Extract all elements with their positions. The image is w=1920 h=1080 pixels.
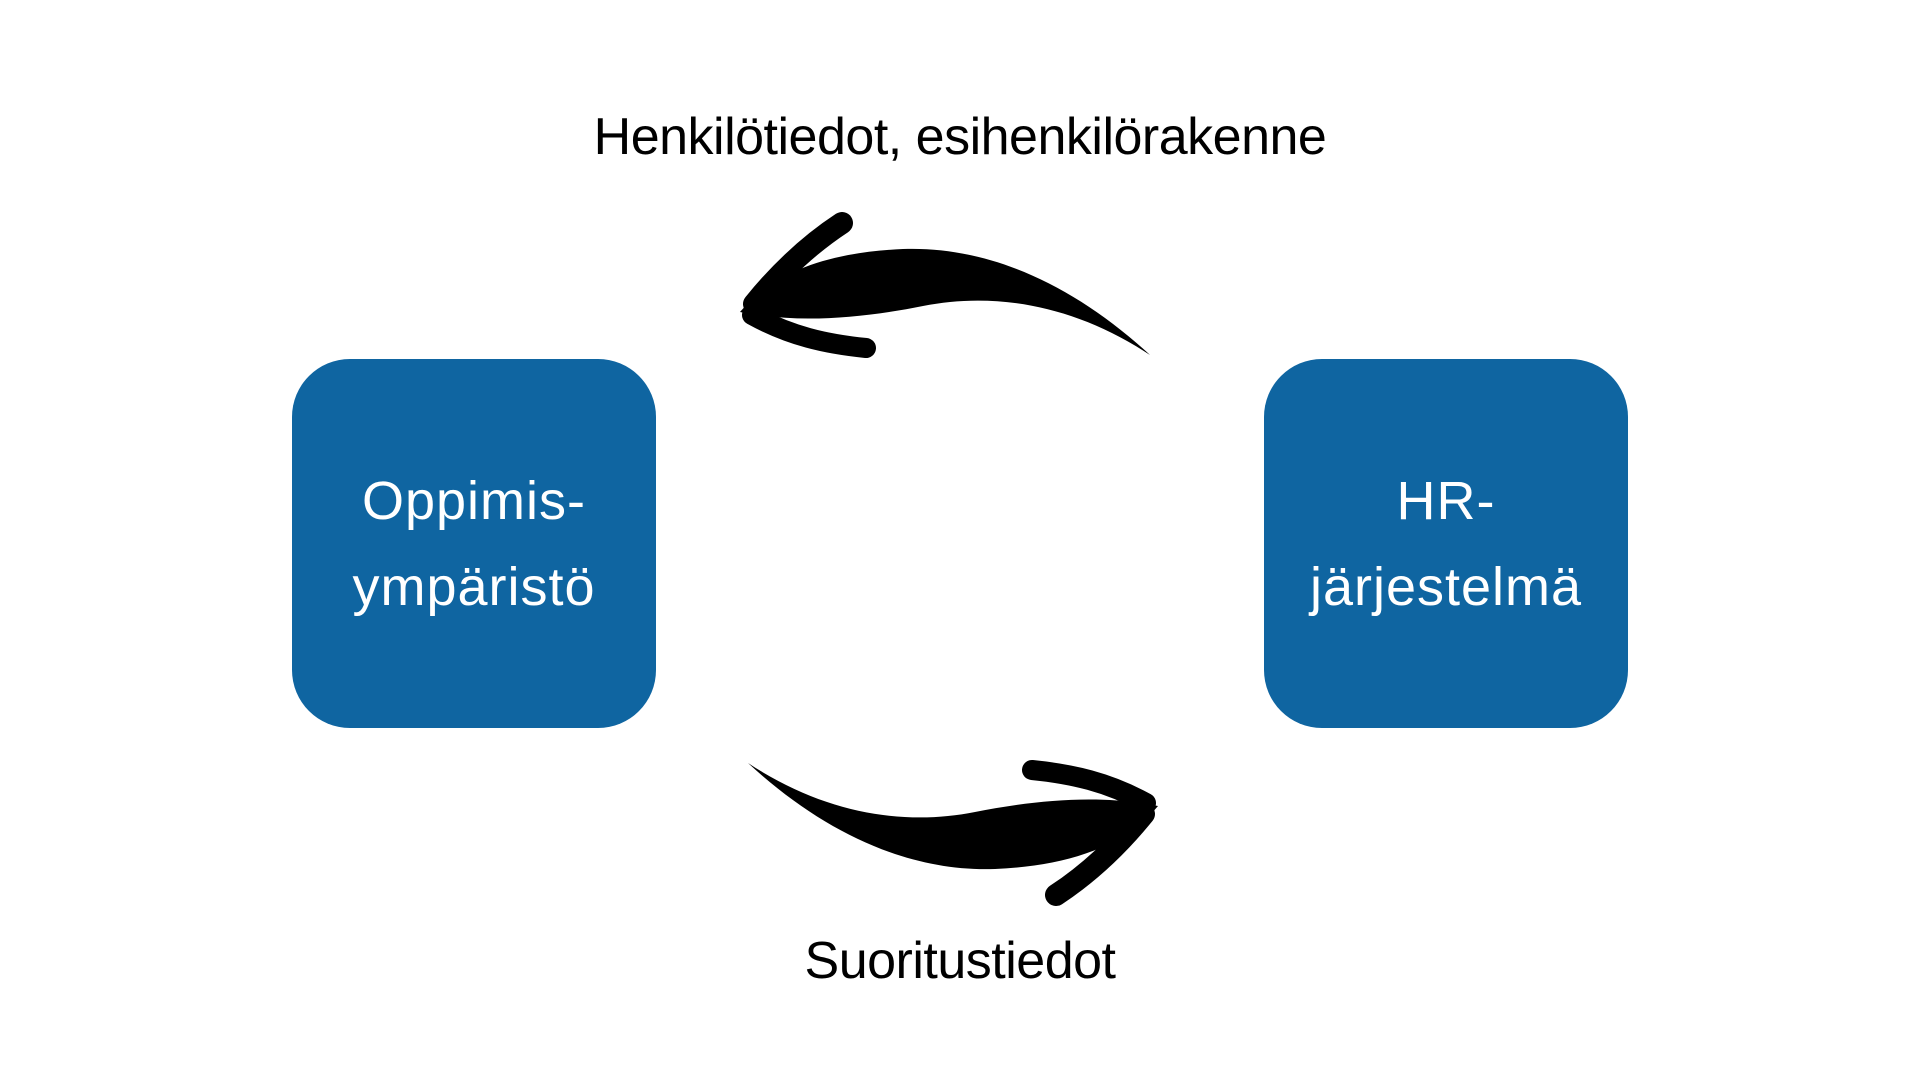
node-oppimisymparisto: Oppimis- ympäristö [292, 359, 656, 728]
bottom-flow-label: Suoritustiedot [804, 932, 1116, 990]
node-hr-jarjestelma: HR- järjestelmä [1264, 359, 1628, 728]
node-oppimisymparisto-label: Oppimis- ympäristö [352, 470, 596, 617]
top-flow-label: Henkilötiedot, esihenkilörakenne [593, 108, 1327, 166]
curved-arrow-left-icon [740, 212, 1150, 358]
curved-arrow-right-icon [748, 760, 1158, 906]
node-hr-jarjestelma-label: HR- järjestelmä [1309, 470, 1583, 617]
